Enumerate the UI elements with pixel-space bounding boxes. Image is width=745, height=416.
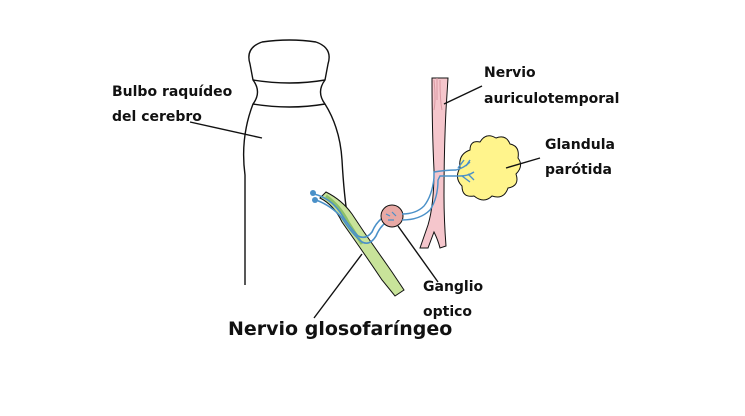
- auriculotemporal-nerve: [419, 77, 449, 249]
- label-ganglion-line2: optico: [423, 304, 473, 320]
- leader-parotid: [505, 157, 541, 169]
- label-glossopharyngeal: Nervio glosofaríngeo: [228, 318, 453, 340]
- otic-ganglion: [380, 204, 404, 228]
- leader-ganglion: [397, 225, 439, 283]
- label-auriculotemporal-line2: auriculotemporal: [484, 91, 620, 107]
- parotid-gland: [456, 135, 522, 201]
- leader-medulla: [189, 121, 263, 139]
- label-ganglion-line1: Ganglio: [423, 279, 484, 295]
- glossopharyngeal-fibers: [310, 190, 393, 244]
- fiber-nucleus-2: [312, 197, 318, 203]
- label-parotid-line2: parótida: [545, 162, 612, 178]
- medulla-outline: [242, 39, 349, 285]
- leader-auriculotemporal: [443, 85, 483, 105]
- label-parotid-line1: Glandula: [545, 137, 615, 153]
- label-medulla-line2: del cerebro: [112, 109, 202, 125]
- leader-lines: [189, 85, 541, 319]
- label-medulla-line1: Bulbo raquídeo: [112, 84, 233, 100]
- label-auriculotemporal-line1: Nervio: [484, 65, 536, 81]
- fiber-nucleus-1: [310, 190, 316, 196]
- leader-glossopharyngeal: [313, 253, 363, 319]
- postganglionic-fibers: [401, 159, 475, 221]
